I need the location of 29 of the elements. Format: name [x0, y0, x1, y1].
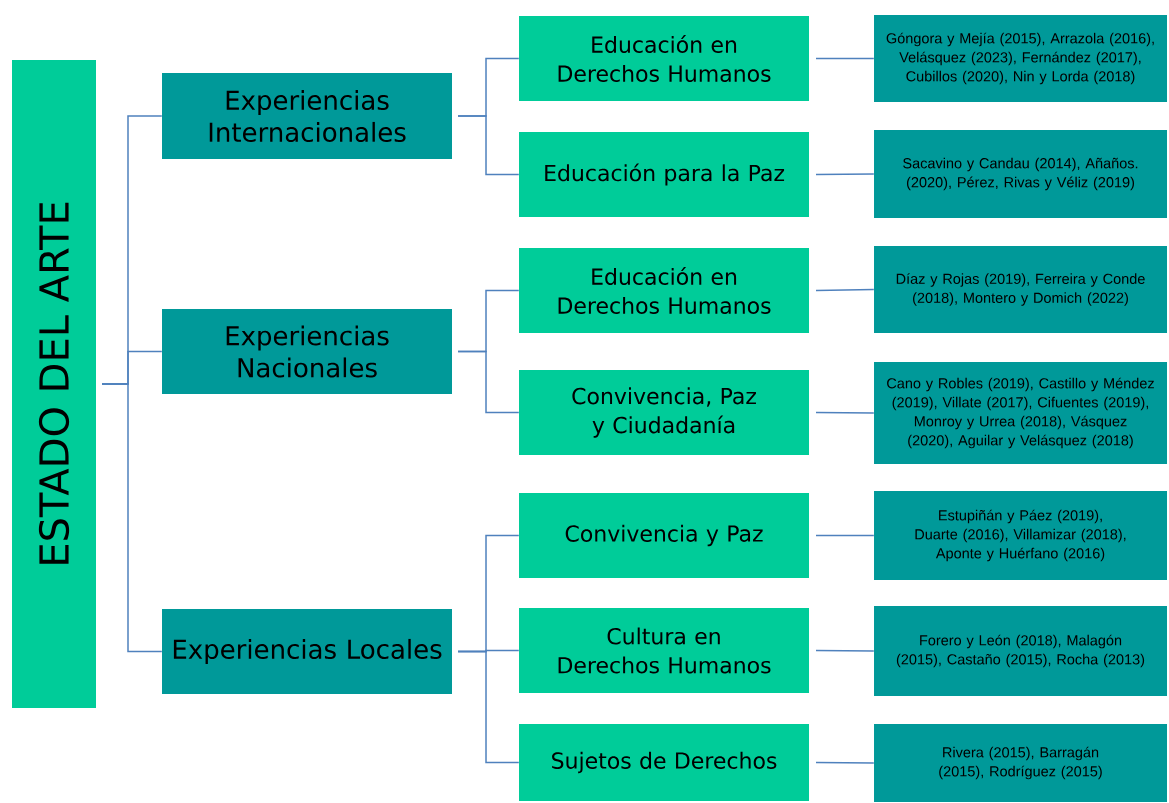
connector-line — [815, 761, 875, 764]
topic-box: Educación en Derechos Humanos — [519, 248, 809, 333]
reference-box: Rivera (2015), Barragán (2015), Rodríguez (2015) — [874, 724, 1167, 802]
reference-box: Cano y Robles (2019), Castillo y Méndez (2019), Villate (2017), Cifuentes (2019), Monroy y Urrea (2018), Vásquez (2020), Aguilar y Velásquez (2018) — [874, 362, 1167, 464]
category-box: Experiencias Nacionales — [162, 309, 452, 394]
connector-line — [815, 649, 875, 652]
title-bar: ESTADO DEL ARTE — [12, 60, 96, 708]
connector-line — [815, 534, 875, 537]
connector-line — [815, 411, 875, 414]
connector-line — [815, 173, 875, 176]
topic-box: Sujetos de Derechos — [519, 724, 809, 801]
reference-box: Estupiñán y Páez (2019), Duarte (2016), Villamizar (2018), Aponte y Huérfano (2016) — [874, 491, 1167, 580]
topic-box: Cultura en Derechos Humanos — [519, 608, 809, 693]
connector-line — [815, 288, 875, 292]
connector-line — [815, 57, 875, 60]
reference-box: Góngora y Mejía (2015), Arrazola (2016), Velásquez (2023), Fernández (2017), Cubillos (2020), Nin y Lorda (2018) — [874, 15, 1167, 102]
topic-box: Convivencia y Paz — [519, 493, 809, 578]
reference-box: Sacavino y Candau (2014), Añaños. (2020), Pérez, Rivas y Véliz (2019) — [874, 130, 1167, 218]
topic-box: Educación en Derechos Humanos — [519, 16, 809, 101]
connector-line — [457, 350, 520, 414]
connector-line — [101, 383, 163, 653]
category-box: Experiencias Internacionales — [162, 73, 452, 159]
topic-box: Educación para la Paz — [519, 132, 809, 217]
reference-box: Díaz y Rojas (2019), Ferreira y Conde (2018), Montero y Domich (2022) — [874, 246, 1167, 333]
connector-line — [457, 115, 520, 176]
connector-line — [457, 650, 520, 764]
category-box: Experiencias Locales — [162, 609, 452, 694]
topic-box: Convivencia, Paz y Ciudadanía — [519, 370, 809, 455]
reference-box: Forero y León (2018), Malagón (2015), Castaño (2015), Rocha (2013) — [874, 606, 1167, 696]
